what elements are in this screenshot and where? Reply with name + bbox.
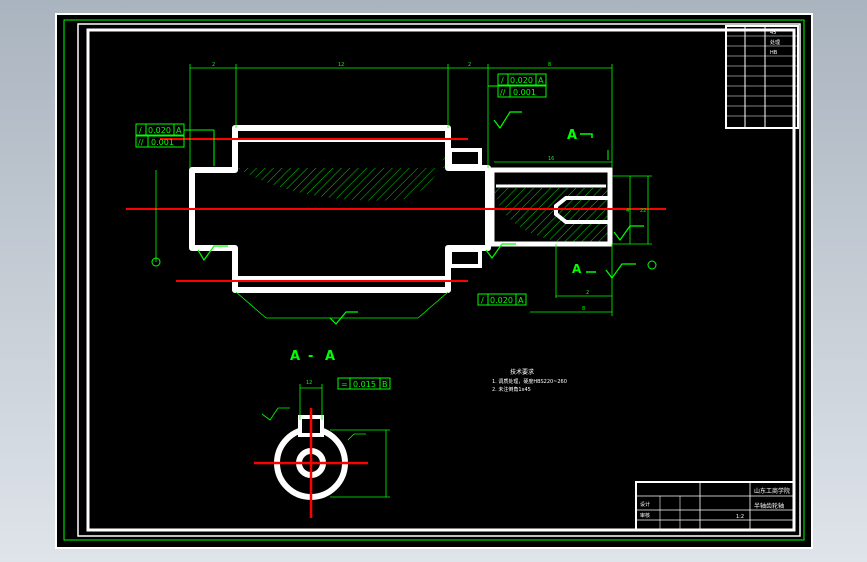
section-title-right: A (325, 349, 335, 364)
dimensions (155, 64, 652, 319)
title-checker: 审核 (640, 512, 650, 519)
outer-frame (63, 19, 805, 541)
shaft-step-top (448, 148, 482, 168)
svg-text:0.001: 0.001 (513, 88, 536, 97)
notes-title: 技术要求 (510, 368, 534, 376)
param-row-1: 处理 (770, 39, 780, 46)
svg-text:12: 12 (306, 380, 312, 386)
svg-text:0.020: 0.020 (148, 126, 171, 135)
fcf-bottom: / 0.020 A (477, 293, 527, 306)
title-part-name: 半轴齿轮轴 (754, 502, 784, 510)
parameter-table: 45 处理 HB (725, 25, 799, 129)
svg-text:/: / (501, 76, 504, 85)
roughness-symbols (197, 111, 644, 325)
svg-text:0.020: 0.020 (490, 296, 513, 305)
hatch-area-left (237, 140, 448, 201)
param-row-2: HB (770, 50, 778, 56)
svg-text://: // (138, 138, 144, 147)
title-block: 山东工商学院 半轴齿轮轴 1:2 设计 审核 (635, 481, 795, 531)
dim-label-3: 8 (548, 62, 551, 68)
dim-label-5: 2 (586, 290, 589, 296)
shaft-step-bottom (448, 248, 482, 268)
svg-text:A: A (518, 296, 524, 305)
section-title-dash: - (308, 349, 313, 364)
svg-text:A: A (176, 126, 182, 135)
section-title-left: A (290, 349, 300, 364)
svg-text:0.001: 0.001 (151, 138, 174, 147)
fcf-section-datum: B (382, 380, 388, 389)
title-school: 山东工商学院 (754, 487, 790, 495)
svg-text:/: / (139, 126, 142, 135)
section-view-aa: A - A 12 = 0.015 B (254, 349, 391, 518)
dim-label-2: 2 (468, 62, 471, 68)
gear-teeth-bottom (233, 276, 450, 292)
dim-label-4: 16 (548, 156, 554, 162)
sheet-border (77, 23, 801, 537)
dim-label-6: 8 (582, 306, 585, 312)
title-designer: 设计 (640, 501, 650, 508)
notes-line-2: 2. 未注倒角1x45 (492, 386, 531, 393)
fcf-top: / 0.020 A // 0.001 (488, 73, 547, 98)
svg-text:A: A (538, 76, 544, 85)
technical-notes: 技术要求 1. 调质处理，硬度HBS220~260 2. 未注倒角1x45 (492, 368, 567, 393)
fcf-section-value: 0.015 (353, 380, 376, 389)
param-row-0: 45 (770, 30, 776, 36)
svg-text://: // (500, 88, 506, 97)
dim-label-7: 22 (640, 208, 646, 214)
shaft-right-segment (489, 167, 613, 247)
shaft-main-view (126, 125, 666, 293)
svg-text:A: A (572, 262, 582, 276)
notes-line-1: 1. 调质处理，硬度HBS220~260 (492, 378, 567, 385)
dim-label-8: 4 (626, 208, 629, 214)
view-arrow-a: A A (151, 128, 657, 276)
dimension-texts: 2 12 2 8 16 2 8 22 4 (212, 62, 646, 312)
svg-text:/: / (481, 296, 484, 305)
svg-text:A: A (567, 128, 577, 143)
inner-border (86, 28, 796, 532)
fcf-section-symbol: = (341, 380, 348, 389)
dim-label-0: 2 (212, 62, 215, 68)
dim-label-1: 12 (338, 62, 344, 68)
fcf-left: / 0.020 A // 0.001 (135, 123, 215, 166)
svg-text:0.020: 0.020 (510, 76, 533, 85)
title-scale: 1:2 (736, 514, 744, 520)
hatch-area-right (494, 188, 610, 242)
center-bore (554, 196, 612, 224)
